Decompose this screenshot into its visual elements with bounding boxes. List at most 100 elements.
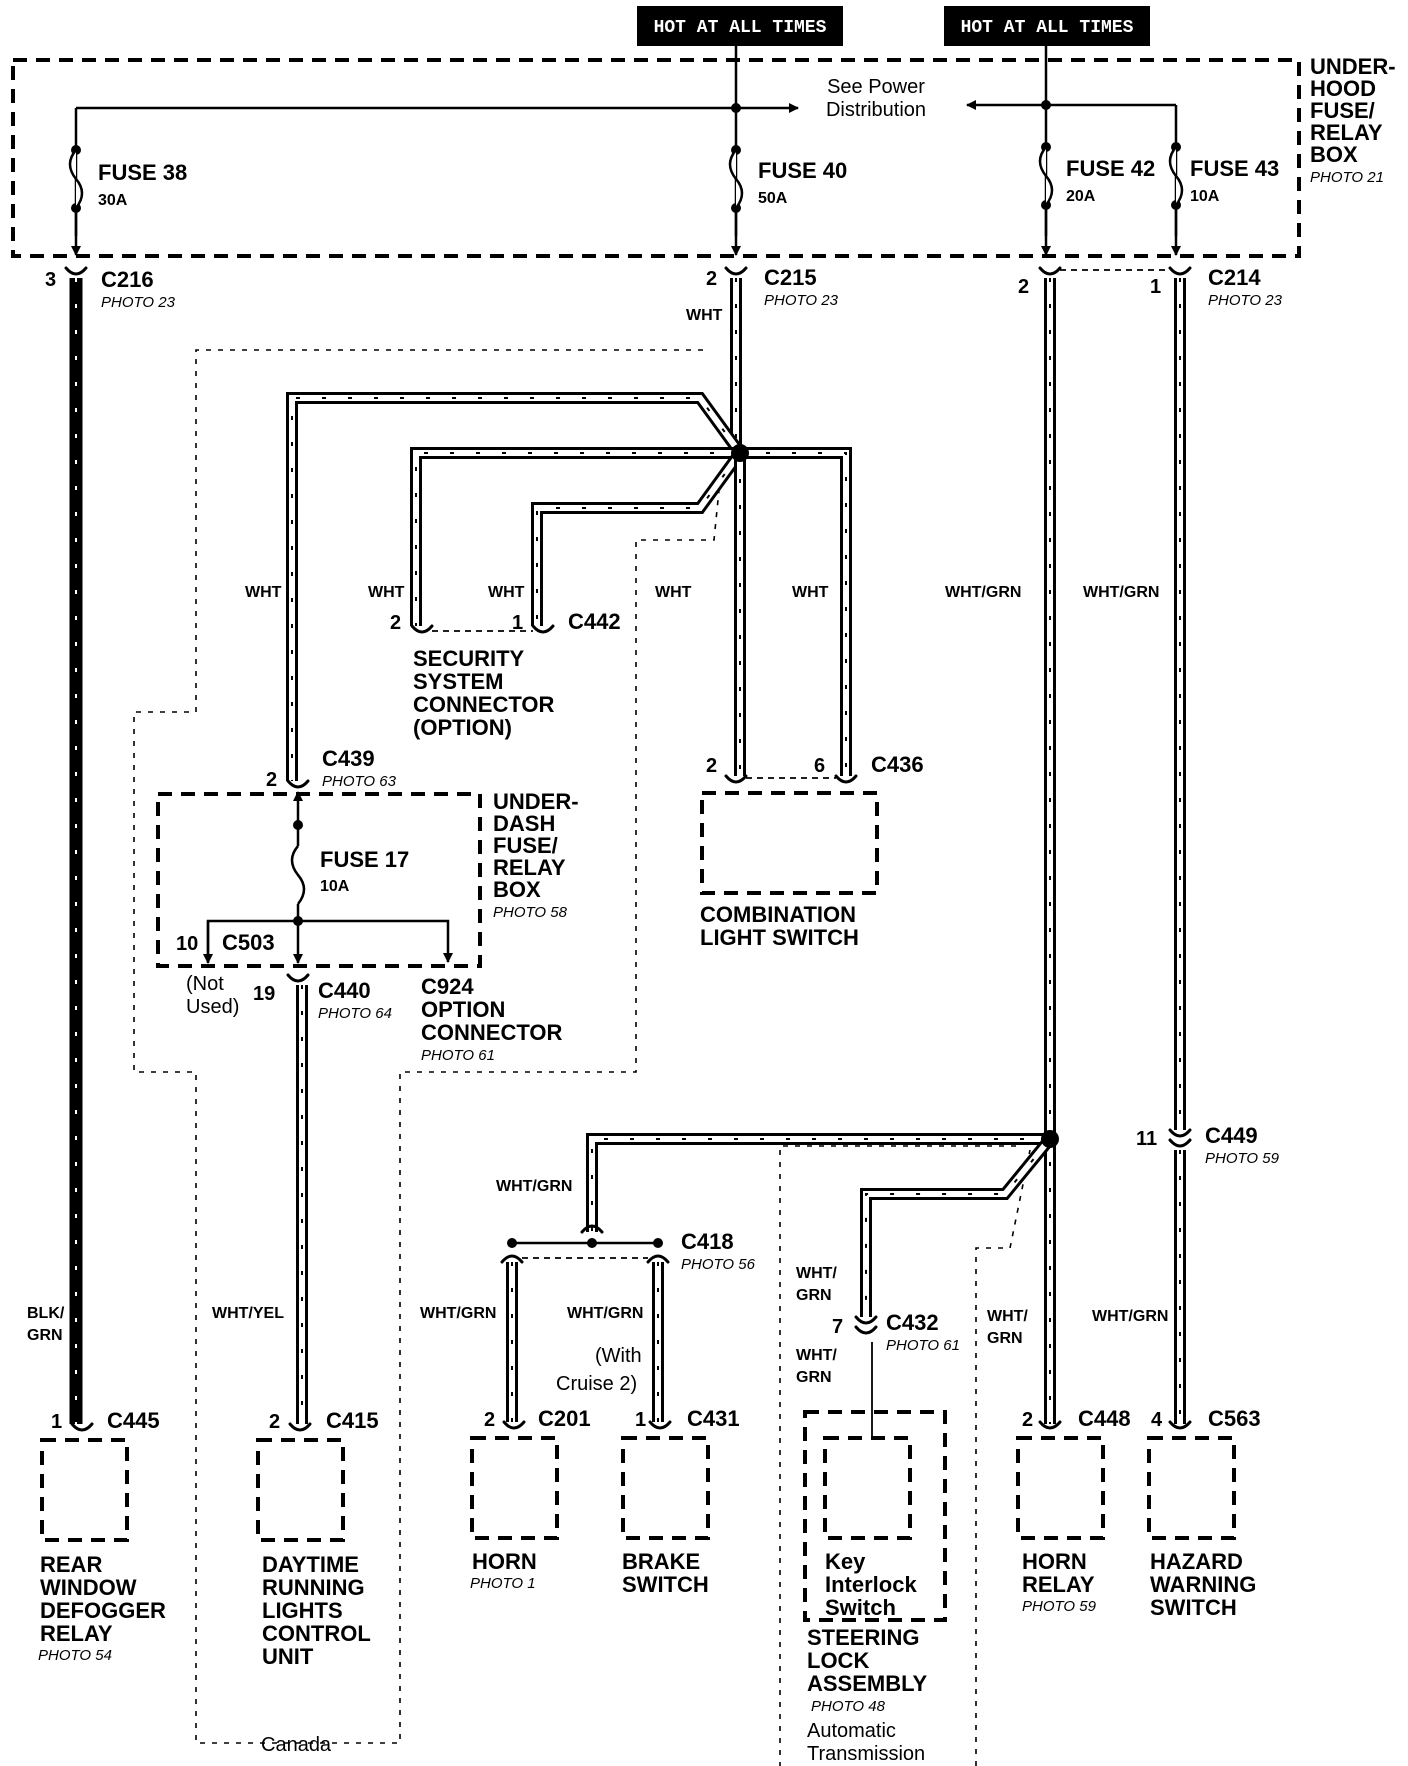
svg-text:SYSTEM: SYSTEM [413, 669, 503, 694]
underdash-fuse-box-outline [156, 792, 482, 968]
wire-color-c418-feed: WHT/GRN [496, 1178, 572, 1195]
svg-text:FUSE 42: FUSE 42 [1066, 156, 1155, 181]
wire-color-horn-relay: WHT/ GRN [987, 1308, 1028, 1347]
svg-text:HOT AT ALL TIMES: HOT AT ALL TIMES [654, 18, 827, 38]
svg-text:HOOD: HOOD [1310, 76, 1376, 101]
svg-text:C563: C563 [1208, 1406, 1261, 1431]
wire-color-hazard: WHT/GRN [1092, 1308, 1168, 1325]
svg-text:RELAY: RELAY [1022, 1572, 1095, 1597]
svg-text:HOT AT ALL TIMES: HOT AT ALL TIMES [961, 18, 1134, 38]
security-system-connector-label: SECURITY SYSTEM CONNECTOR (OPTION) [413, 646, 554, 740]
combination-light-switch-box [700, 791, 879, 895]
connector-c440: 19 C440 PHOTO 64 [253, 973, 392, 1022]
svg-text:PHOTO 58: PHOTO 58 [493, 904, 568, 921]
connector-c215: 2 C215 PHOTO 23 [706, 265, 839, 309]
wire-to-c436-6 [740, 447, 852, 776]
fuse-43: FUSE 43 10A [1168, 142, 1279, 210]
svg-text:PHOTO 23: PHOTO 23 [101, 294, 176, 311]
svg-text:Transmission: Transmission [807, 1743, 925, 1765]
svg-text:C201: C201 [538, 1406, 591, 1431]
fuse-17: FUSE 17 10A [290, 791, 409, 926]
svg-text:ASSEMBLY: ASSEMBLY [807, 1671, 928, 1696]
hazard-warning-switch-box [1147, 1436, 1236, 1540]
svg-text:7: 7 [832, 1316, 843, 1338]
svg-text:PHOTO 64: PHOTO 64 [318, 1005, 392, 1022]
svg-text:WARNING: WARNING [1150, 1572, 1256, 1597]
connector-c439: 2 C439 PHOTO 63 [266, 746, 397, 791]
svg-text:HAZARD: HAZARD [1150, 1549, 1243, 1574]
svg-text:10A: 10A [1190, 188, 1220, 205]
svg-text:30A: 30A [98, 192, 128, 209]
drl-control-unit-box [256, 1438, 345, 1542]
svg-text:HORN: HORN [472, 1549, 537, 1574]
svg-text:BOX: BOX [1310, 142, 1358, 167]
splice-wht [731, 444, 749, 462]
svg-text:C215: C215 [764, 265, 817, 290]
fuse-42: FUSE 42 20A [1038, 142, 1155, 210]
svg-text:C440: C440 [318, 978, 371, 1003]
svg-text:GRN: GRN [987, 1330, 1023, 1347]
svg-text:SWITCH: SWITCH [622, 1572, 709, 1597]
svg-text:GRN: GRN [796, 1369, 832, 1386]
hazard-warning-switch-label: HAZARD WARNING SWITCH [1150, 1549, 1256, 1620]
svg-text:HORN: HORN [1022, 1549, 1087, 1574]
svg-text:C503: C503 [222, 930, 275, 955]
connector-c201: 2 C201 [484, 1406, 591, 1431]
wire-color-c432-upper: WHT/ GRN [796, 1265, 837, 1304]
svg-text:PHOTO 23: PHOTO 23 [1208, 292, 1283, 309]
svg-text:WHT/: WHT/ [796, 1265, 837, 1282]
svg-text:BLK/: BLK/ [27, 1305, 65, 1322]
svg-text:PHOTO 48: PHOTO 48 [811, 1698, 886, 1715]
svg-text:CONTROL: CONTROL [262, 1621, 371, 1646]
svg-text:1: 1 [51, 1411, 62, 1433]
svg-text:PHOTO 59: PHOTO 59 [1205, 1150, 1280, 1167]
svg-text:C214: C214 [1208, 265, 1261, 290]
svg-text:PHOTO 61: PHOTO 61 [421, 1047, 495, 1064]
wire-color-c215: WHT [686, 307, 723, 324]
splice-wht-grn [1041, 1130, 1059, 1148]
combination-light-switch-label: COMBINATION LIGHT SWITCH [700, 902, 859, 950]
svg-text:C445: C445 [107, 1408, 160, 1433]
svg-text:11: 11 [1136, 1128, 1157, 1150]
svg-text:LOCK: LOCK [807, 1648, 869, 1673]
connector-c214: 2 1 C214 PHOTO 23 [1018, 265, 1283, 309]
wire-color-c436-6: WHT [792, 584, 829, 601]
svg-text:UNDER-: UNDER- [493, 789, 579, 814]
svg-text:UNDER-: UNDER- [1310, 54, 1396, 79]
svg-text:PHOTO 59: PHOTO 59 [1022, 1598, 1097, 1615]
svg-text:PHOTO 56: PHOTO 56 [681, 1256, 756, 1273]
svg-text:Used): Used) [186, 996, 239, 1018]
svg-text:2: 2 [484, 1409, 495, 1431]
wire-to-c432 [860, 1135, 1055, 1317]
wire-to-c418 [586, 1133, 1050, 1232]
canada-zone-outline [133, 349, 721, 1744]
wire-color-fuse43: WHT/GRN [1083, 584, 1159, 601]
svg-text:PHOTO 21: PHOTO 21 [1310, 169, 1384, 186]
svg-text:C924: C924 [421, 974, 474, 999]
connector-c503: 10 C503 [176, 930, 275, 955]
svg-text:LIGHTS: LIGHTS [262, 1598, 343, 1623]
wire-to-c439 [286, 392, 745, 781]
svg-text:C448: C448 [1078, 1406, 1131, 1431]
wire-color-brake: WHT/GRN [567, 1305, 643, 1322]
steering-lock-assembly-label: STEERING LOCK ASSEMBLY PHOTO 48 [807, 1625, 928, 1715]
wire-color-security-1: WHT [488, 584, 525, 601]
svg-text:CONNECTOR: CONNECTOR [413, 692, 554, 717]
svg-text:WINDOW: WINDOW [40, 1575, 137, 1600]
connector-c432: 7 C432 PHOTO 61 [832, 1310, 960, 1354]
connector-c442: 2 1 C442 [390, 609, 621, 634]
wire-color-rear-defogger: BLK/ GRN [27, 1305, 65, 1344]
svg-text:Distribution: Distribution [826, 99, 926, 121]
svg-text:C449: C449 [1205, 1123, 1258, 1148]
svg-text:DEFOGGER: DEFOGGER [40, 1598, 166, 1623]
brake-switch-box [621, 1436, 710, 1540]
svg-text:20A: 20A [1066, 188, 1096, 205]
fuse-38: FUSE 38 30A [68, 145, 187, 213]
svg-text:2: 2 [390, 612, 401, 634]
svg-text:WHT/: WHT/ [987, 1308, 1028, 1325]
svg-text:FUSE/: FUSE/ [1310, 98, 1375, 123]
svg-text:STEERING: STEERING [807, 1625, 919, 1650]
not-used-label: (Not Used) [186, 973, 239, 1018]
underhood-fuse-box-label: UNDER- HOOD FUSE/ RELAY BOX PHOTO 21 [1310, 54, 1396, 186]
